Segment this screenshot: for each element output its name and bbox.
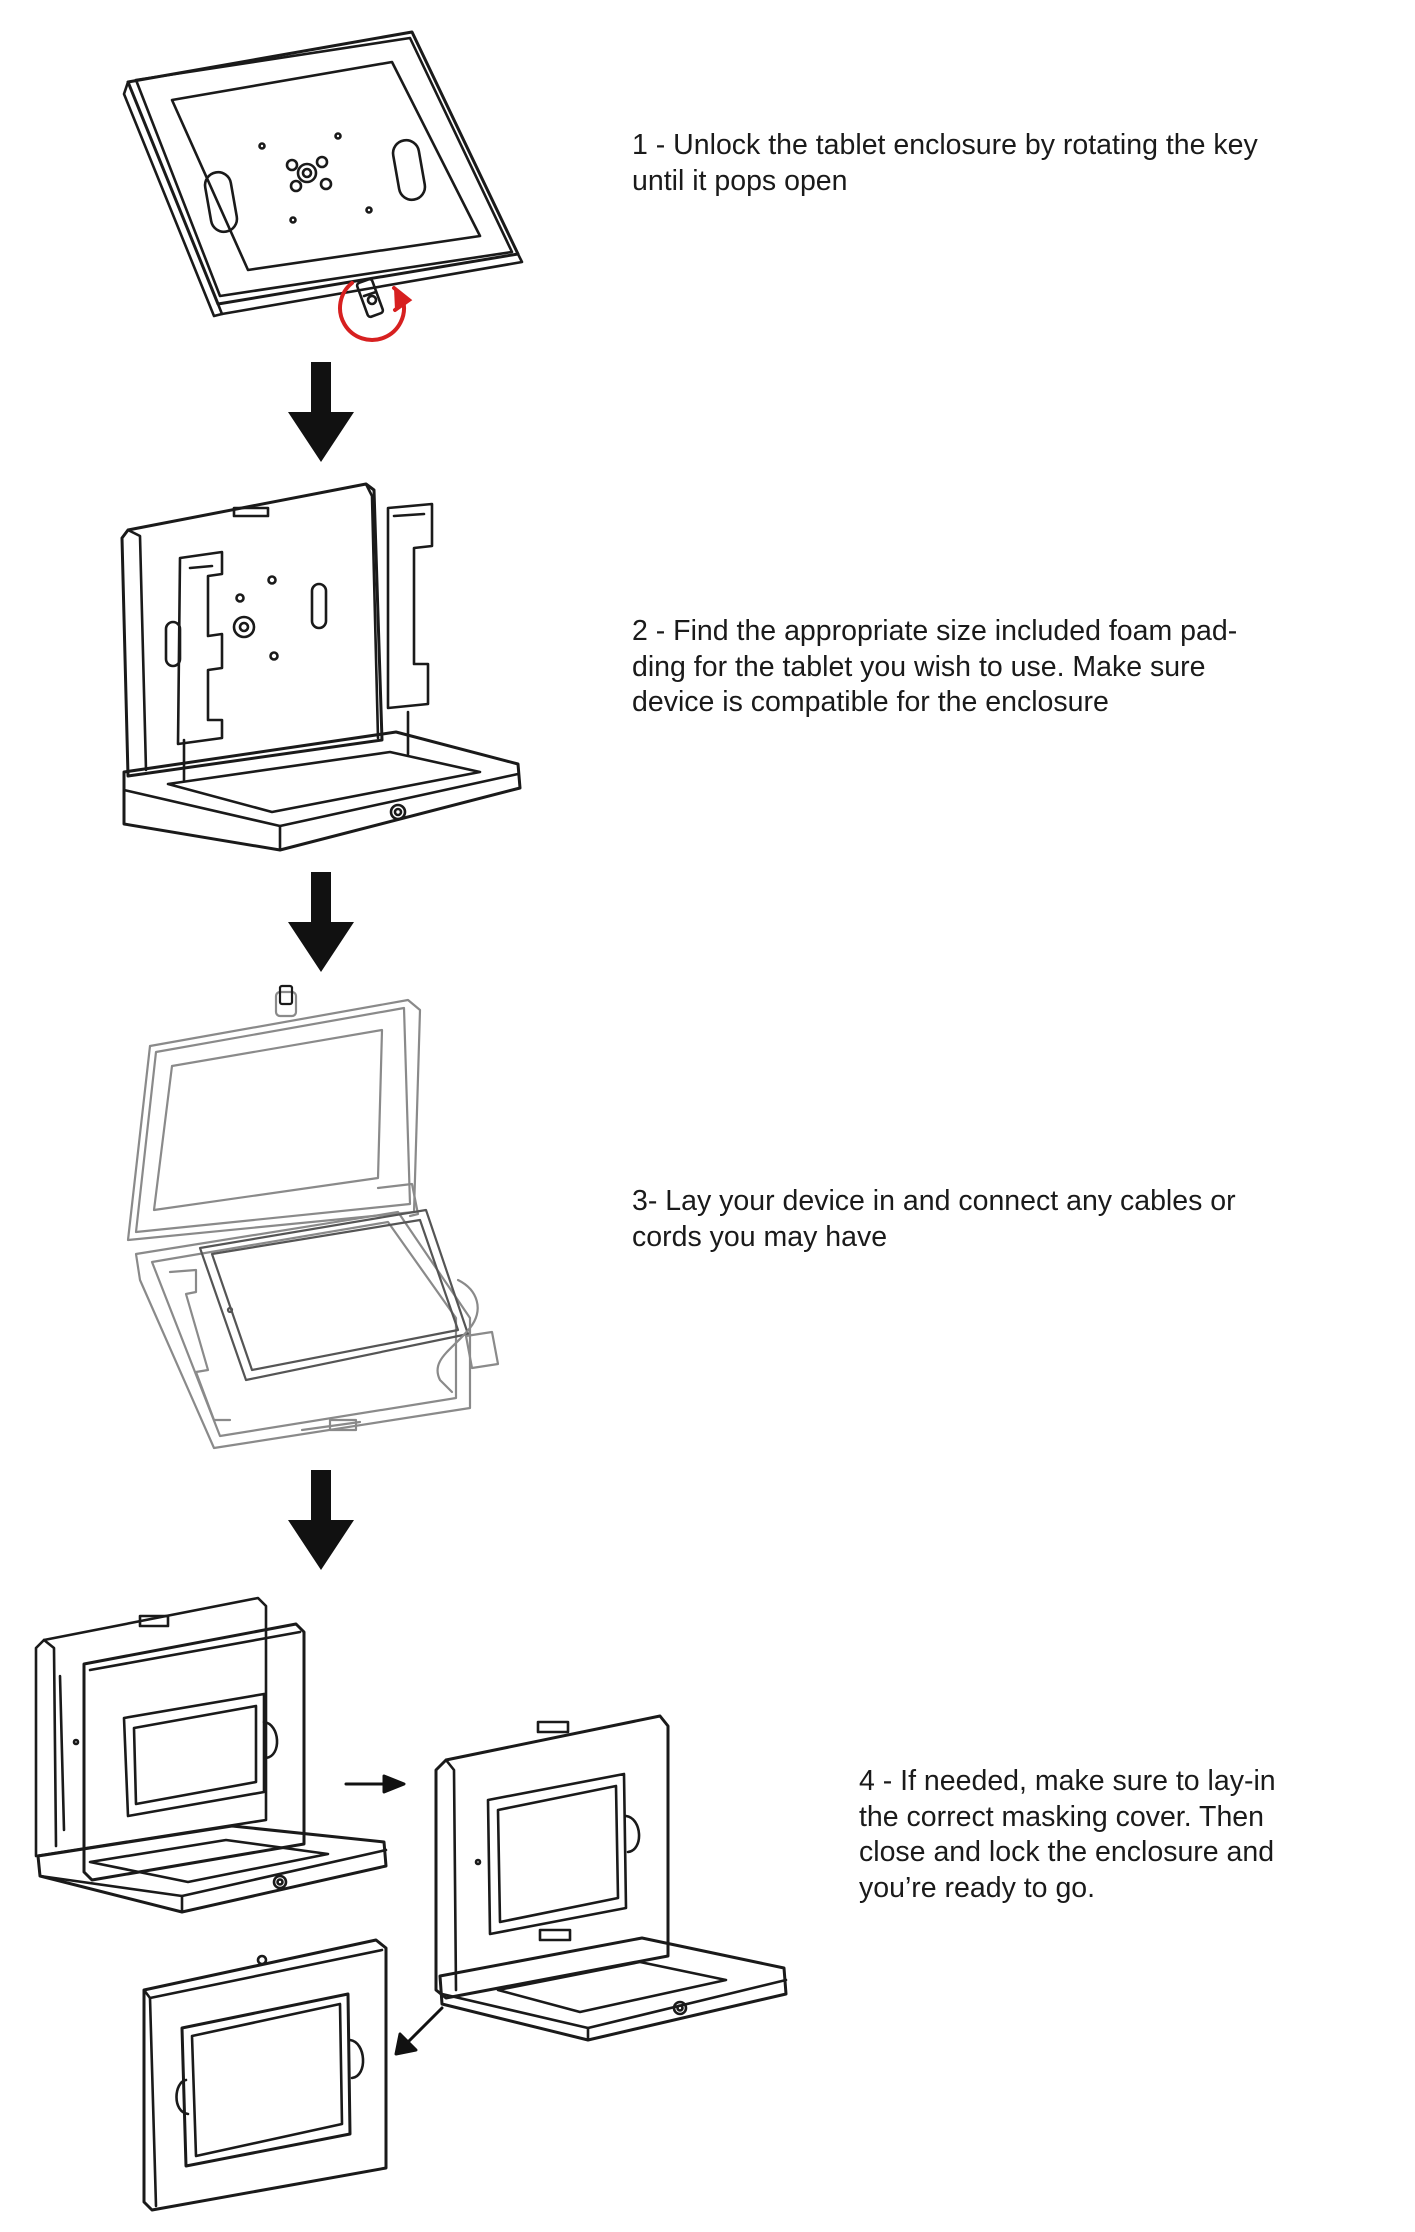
closed-enclosure-final	[142, 1938, 388, 2212]
enclosure-with-masking-cover	[34, 1596, 388, 1914]
step-2-text: 2 - Find the appropriate size included f…	[632, 615, 1238, 718]
open-enclosure-foam	[120, 482, 522, 852]
step-1-text: 1 - Unlock the tablet enclosure by rotat…	[632, 129, 1258, 197]
down-arrow-icon	[288, 362, 354, 462]
device-in-enclosure	[126, 984, 500, 1450]
down-arrow-icon	[288, 872, 354, 972]
right-arrow-icon	[344, 1774, 406, 1794]
step-3-text: 3- Lay your device in and connect any ca…	[632, 1185, 1236, 1253]
enclosure-lid-up	[434, 1714, 788, 2042]
closed-enclosure-back	[122, 30, 524, 318]
key-icon	[355, 277, 385, 319]
rotate-arrow-icon	[338, 281, 413, 342]
step-4-text: 4 - If needed, make sure to lay-in the c…	[859, 1765, 1276, 1904]
down-arrow-icon	[288, 1470, 354, 1570]
down-left-arrow-icon	[394, 2006, 444, 2056]
